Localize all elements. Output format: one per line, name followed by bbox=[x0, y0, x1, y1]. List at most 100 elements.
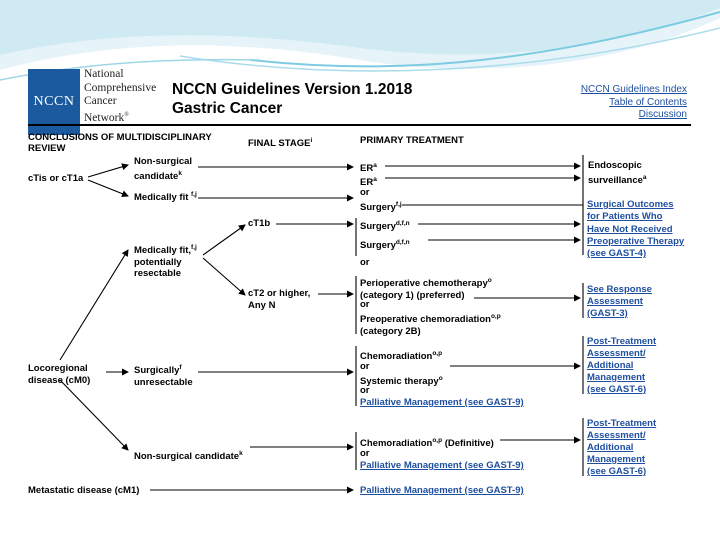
metastatic-disease-label: Metastatic disease (cM1) bbox=[28, 485, 140, 496]
post-treatment-link-1[interactable]: Post-Treatment Assessment/ Additional Ma… bbox=[587, 336, 656, 396]
logo-line3: Cancer bbox=[84, 95, 117, 107]
logo-line2: Comprehensive bbox=[84, 81, 157, 94]
ct2-line2: Any N bbox=[248, 299, 276, 311]
chemorad2-tail: (Definitive) bbox=[442, 438, 494, 450]
surgery1-text: Surgery bbox=[360, 202, 396, 214]
post1-line5: (see GAST-6) bbox=[587, 384, 647, 395]
er2-text: ER bbox=[360, 177, 374, 189]
chemorad1-text: Chemoradiation bbox=[360, 351, 433, 363]
post2-line2: Assessment/ bbox=[587, 430, 646, 441]
resp-line3: (GAST-3) bbox=[587, 308, 628, 319]
post1-line4: Management bbox=[587, 372, 646, 383]
surgery2-sup: d,f,n bbox=[395, 220, 410, 227]
palliative-management-link-1[interactable]: Palliative Management (see GAST-9) bbox=[360, 397, 524, 408]
nonsurg1-line2: candidate bbox=[134, 170, 179, 182]
title-version: NCCN Guidelines Version 1.2018 bbox=[172, 81, 413, 98]
unres-sup: f bbox=[179, 364, 182, 371]
post2-line1: Post-Treatment bbox=[587, 418, 657, 429]
header-divider bbox=[28, 124, 691, 126]
surgery-3: Surgeryd,f,n bbox=[360, 237, 410, 252]
response-assessment-link[interactable]: See Response Assessment (GAST-3) bbox=[587, 284, 652, 320]
or-4: or bbox=[360, 361, 370, 372]
post2-line4: Management bbox=[587, 454, 646, 465]
nonsurg1-sup: k bbox=[178, 169, 182, 177]
surgery2-text: Surgery bbox=[360, 221, 396, 233]
mfpr-line3: resectable bbox=[134, 268, 182, 280]
logo-line1: National bbox=[84, 68, 124, 80]
or-1: or bbox=[360, 187, 370, 198]
post2-line3: Additional bbox=[587, 442, 634, 453]
palliative-management-link-2[interactable]: Palliative Management (see GAST-9) bbox=[360, 460, 524, 471]
nonsurgical-candidate-1: Non-surgical candidatek bbox=[134, 156, 192, 182]
resp-line2: Assessment bbox=[587, 296, 643, 307]
chemorad2-sup: o,p bbox=[432, 437, 443, 444]
column-header-conclusions: CONCLUSIONS OF MULTIDISCIPLINARY REVIEW bbox=[28, 132, 212, 154]
medfit-sup: f,j bbox=[191, 191, 197, 198]
preop-chemoradiation: Preoperative chemoradiationo,p (category… bbox=[360, 311, 501, 337]
column-header-primary-treatment: PRIMARY TREATMENT bbox=[360, 135, 464, 146]
or-2: or bbox=[360, 257, 370, 268]
systemic-sup: o bbox=[438, 375, 443, 382]
ctis-ct1a-label: cTis or cT1a bbox=[28, 173, 84, 184]
ct2-higher-label: cT2 or higher, Any N bbox=[248, 288, 310, 311]
chemoradiation-definitive: Chemoradiationo,p (Definitive) bbox=[360, 435, 494, 450]
locoregional-disease-label: Locoregional disease (cM0) bbox=[28, 363, 90, 386]
medically-fit-resectable: Medically fit,f,j potentially resectable bbox=[134, 242, 197, 280]
resp-line1: See Response bbox=[587, 284, 652, 295]
endo-sup: a bbox=[642, 173, 647, 181]
column-header-final-stage: FINAL STAGEi bbox=[248, 135, 312, 149]
surg-out-line1: Surgical Outcomes bbox=[587, 199, 674, 210]
ct1b-label: cT1b bbox=[248, 218, 271, 229]
ct2-line1: cT2 or higher, bbox=[248, 288, 311, 299]
guidelines-index-link[interactable]: NCCN Guidelines Index bbox=[580, 84, 687, 95]
col1-line1: CONCLUSIONS OF MULTIDISCIPLINARY bbox=[28, 132, 212, 143]
er2-sup: a bbox=[373, 176, 377, 183]
periop-line2: (category 1) (preferred) bbox=[360, 289, 465, 301]
er-1: ERa bbox=[360, 160, 377, 175]
surgical-outcomes-link[interactable]: Surgical Outcomes for Patients Who Have … bbox=[587, 199, 684, 260]
surg-out-line2: for Patients Who bbox=[587, 211, 663, 223]
unres-line1: Surgically bbox=[134, 365, 180, 377]
surg-out-line3: Have Not Received bbox=[587, 223, 673, 235]
mfpr-line1: Medically fit, bbox=[134, 245, 192, 257]
discussion-link[interactable]: Discussion bbox=[638, 109, 687, 120]
periop-sup: o bbox=[487, 277, 492, 284]
systemic-text: Systemic therapy bbox=[360, 376, 439, 388]
table-of-contents-link[interactable]: Table of Contents bbox=[609, 96, 687, 108]
er-2: ERa bbox=[360, 174, 377, 189]
logo-text: National Comprehensive Cancer Network® bbox=[84, 68, 156, 125]
nonsurg1-line1: Non-surgical bbox=[134, 156, 193, 167]
nonsurgical-candidate-2: Non-surgical candidatek bbox=[134, 448, 243, 463]
header-wave-decoration bbox=[0, 0, 720, 81]
logo-reg: ® bbox=[124, 111, 129, 118]
title-cancer: Gastric Cancer bbox=[172, 100, 283, 117]
col2-sup: i bbox=[310, 137, 313, 144]
preop-line1: Preoperative chemoradiation bbox=[360, 314, 491, 326]
medically-fit-label: Medically fit f,j bbox=[134, 189, 197, 204]
surg-out-line4: Preoperative Therapy bbox=[587, 235, 685, 247]
systemic-therapy: Systemic therapyo bbox=[360, 373, 443, 388]
mfpr-sup: f,j bbox=[191, 244, 197, 251]
surgery1-sup: f,j bbox=[395, 201, 402, 208]
palliative-management-link-3[interactable]: Palliative Management (see GAST-9) bbox=[360, 485, 524, 496]
post1-line3: Additional bbox=[587, 360, 634, 371]
perioperative-chemo: Perioperative chemotherapyo (category 1)… bbox=[360, 275, 492, 301]
locoreg-line1: Locoregional bbox=[28, 363, 88, 374]
endo-line2: surveillance bbox=[588, 174, 643, 186]
preop-sup: o,p bbox=[490, 313, 501, 320]
or-5: or bbox=[360, 385, 370, 396]
post-treatment-link-2[interactable]: Post-Treatment Assessment/ Additional Ma… bbox=[587, 418, 656, 478]
nonsurg2-text: Non-surgical candidate bbox=[134, 451, 240, 463]
col1-line2: REVIEW bbox=[28, 143, 66, 154]
logo-abbr: NCCN bbox=[33, 94, 75, 109]
page-title: NCCN Guidelines Version 1.2018 Gastric C… bbox=[172, 80, 412, 118]
chemorad2-text: Chemoradiation bbox=[360, 438, 433, 450]
endoscopic-surveillance: Endoscopic surveillancea bbox=[588, 160, 647, 186]
er1-sup: a bbox=[373, 162, 377, 169]
periop-line1: Perioperative chemotherapy bbox=[360, 278, 488, 290]
surg-out-line5: (see GAST-4) bbox=[587, 248, 647, 260]
post1-line2: Assessment/ bbox=[587, 348, 646, 359]
chemorad1-sup: o,p bbox=[432, 350, 443, 357]
preop-line2: (category 2B) bbox=[360, 325, 421, 337]
surgery-2: Surgeryd,f,n bbox=[360, 218, 410, 233]
